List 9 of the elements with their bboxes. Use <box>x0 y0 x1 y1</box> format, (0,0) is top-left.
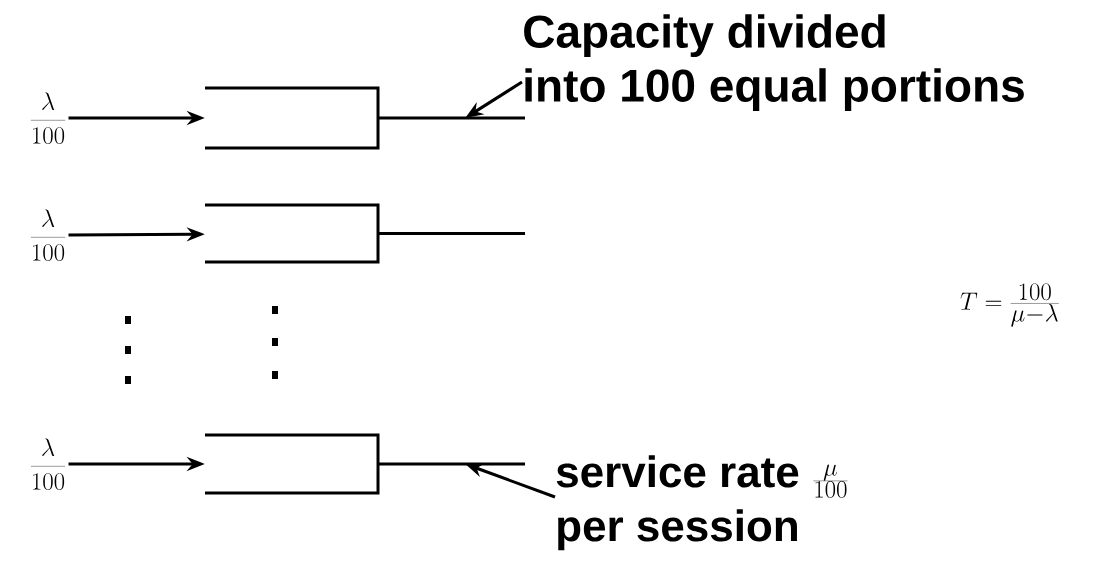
arrival-rate: $\frac{\lambda}{100}$ <box>30 209 66 261</box>
queue-drawing <box>205 86 525 150</box>
queue-drawing <box>205 203 525 264</box>
arrival-rate: $\frac{\lambda}{100}$ <box>30 92 66 144</box>
arrival-rate: $\frac{\lambda}{100}$ <box>30 438 66 490</box>
annotation-text: Capacity divided into 100 equal portions <box>524 14 1024 112</box>
formula: $T=\frac{100}{\mu-\lambda}$ <box>960 283 1059 327</box>
annotation-text: service rate $\frac{\mu}{100}$ per session <box>556 455 848 551</box>
queue-drawing <box>205 433 525 495</box>
